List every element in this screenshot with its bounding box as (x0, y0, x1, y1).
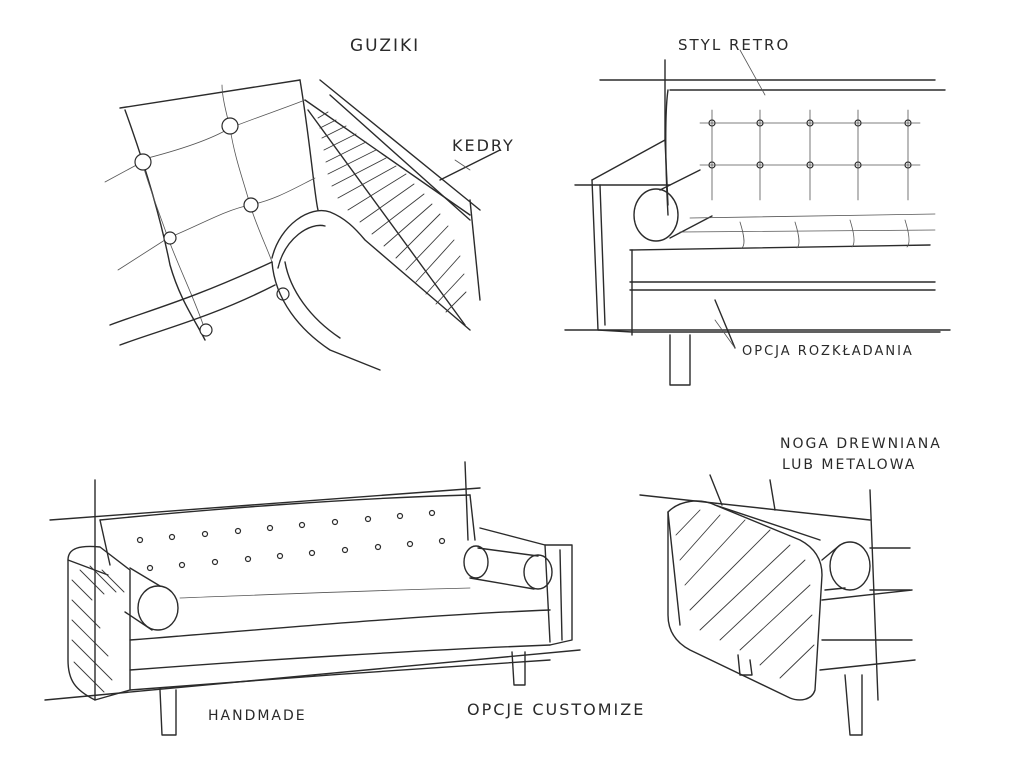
retro-sofa-sketch (564, 59, 951, 386)
full-sofa-sketch (44, 461, 581, 736)
label-kedry: KEDRY (452, 136, 515, 155)
label-opcja-rozkladania: OPCJA ROZKŁADANIA (742, 344, 914, 359)
label-noga-line1: NOGA DREWNIANA (780, 436, 942, 452)
label-handmade: HANDMADE (208, 708, 307, 724)
armrest-detail-sketch (639, 474, 916, 736)
label-styl-retro: STYL RETRO (678, 36, 791, 54)
label-guziki: GUZIKI (350, 36, 421, 56)
label-opcje-customize: OPCJE CUSTOMIZE (467, 700, 646, 719)
tufted-detail-sketch (104, 79, 501, 371)
leader-opcja (714, 319, 736, 349)
leader-kedry (454, 159, 471, 171)
leader-styl-retro (739, 49, 766, 96)
label-noga-line2: LUB METALOWA (782, 457, 917, 473)
